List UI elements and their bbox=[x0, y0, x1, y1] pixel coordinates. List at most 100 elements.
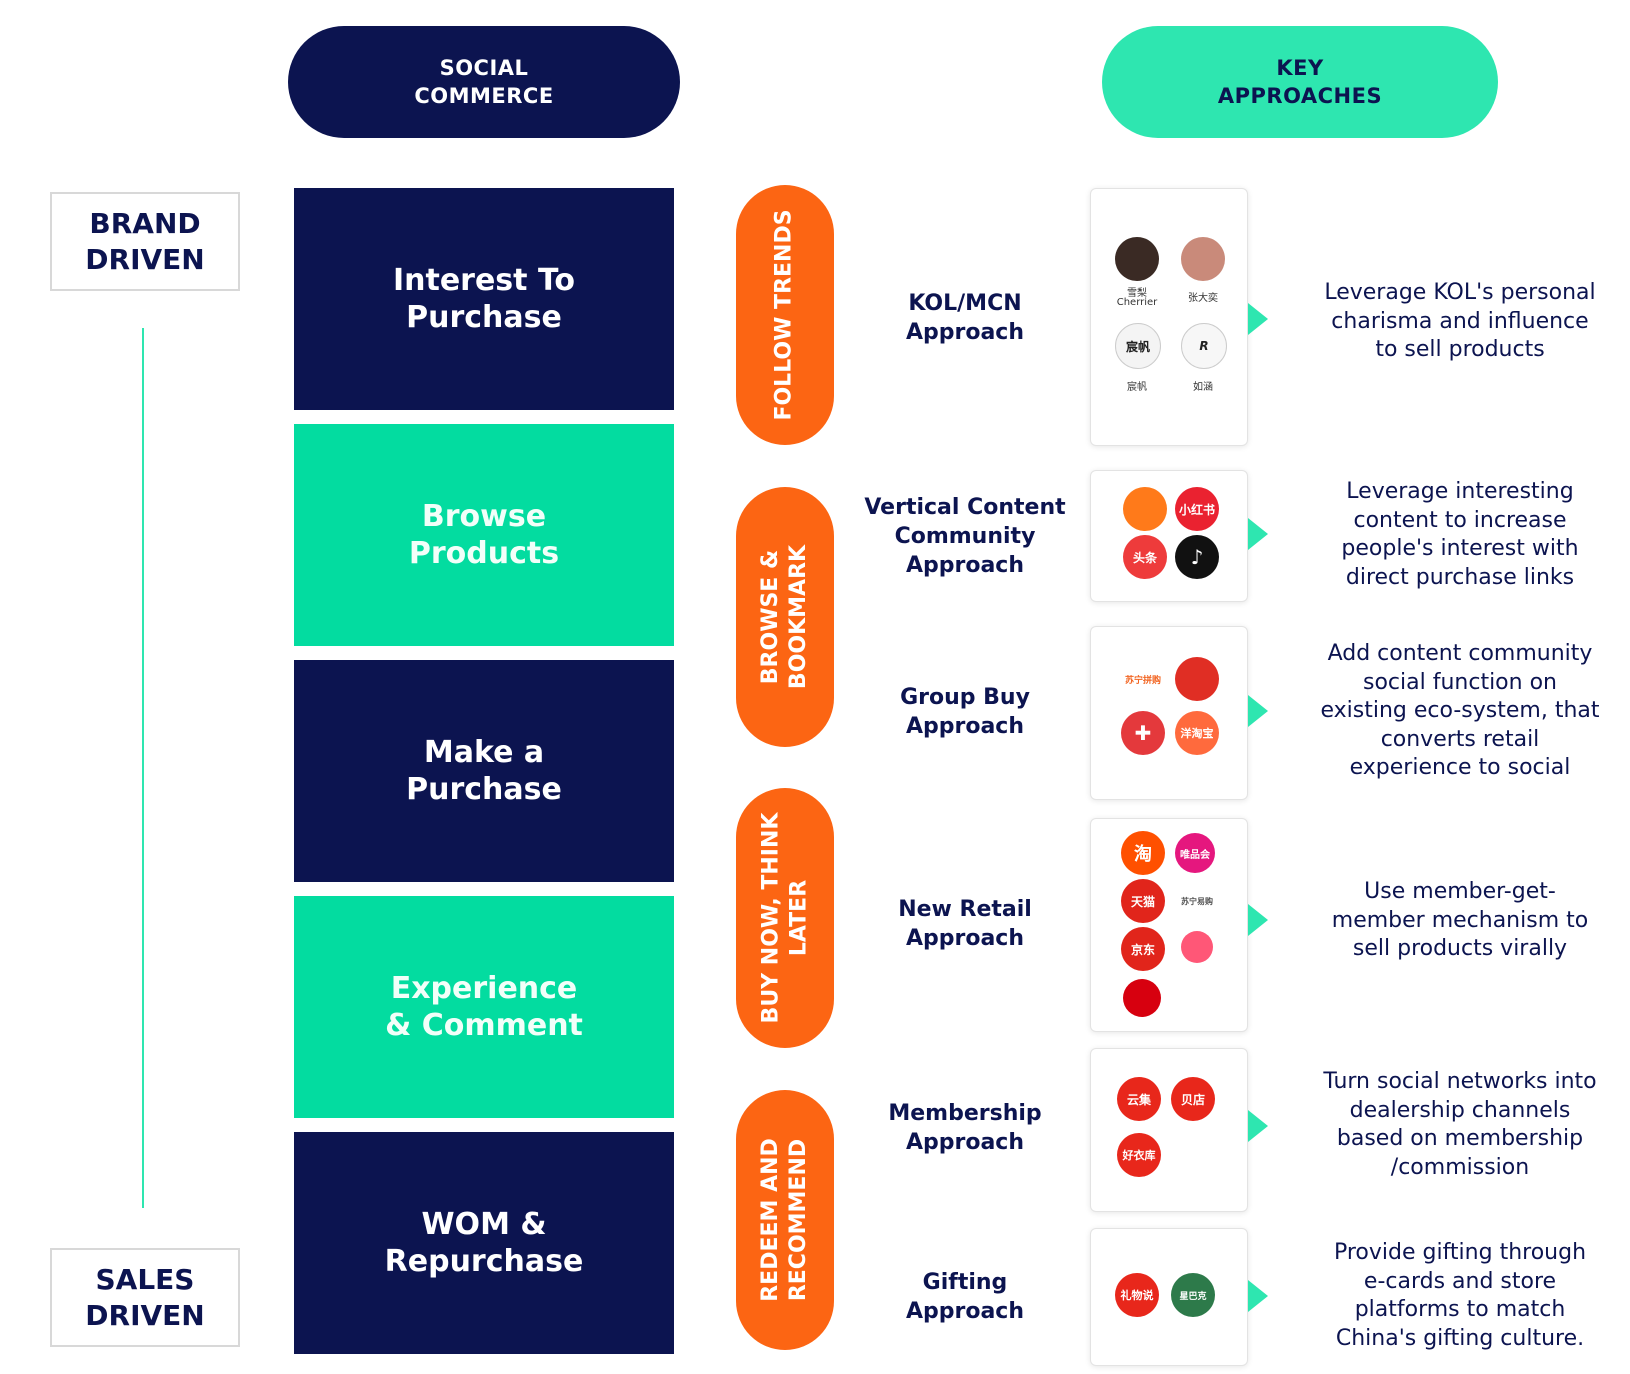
arrow-right-icon bbox=[1248, 695, 1268, 727]
desc-line: existing eco-system, that bbox=[1320, 698, 1600, 723]
phase-line: BOOKMARK bbox=[786, 544, 812, 690]
social-commerce-header: SOCIAL COMMERCE bbox=[288, 26, 680, 138]
approach-membership: Membership Approach bbox=[860, 1099, 1070, 1157]
phase-line: LATER bbox=[786, 879, 812, 957]
desc-vertical-content: Leverage interesting content to increase… bbox=[1310, 478, 1610, 592]
toutiao-logo-icon: 头条 bbox=[1123, 535, 1167, 579]
arrow-right-icon bbox=[1248, 303, 1268, 335]
sales-driven-label: SALES DRIVEN bbox=[50, 1248, 240, 1347]
tmall-logo-icon: 天猫 bbox=[1121, 879, 1165, 923]
phase-buy-now-think-later: BUY NOW, THINK LATER bbox=[736, 788, 834, 1048]
desc-line: content to increase bbox=[1353, 507, 1567, 533]
key-approaches-header: KEY APPROACHES bbox=[1102, 26, 1498, 138]
phase-line: FOLLOW TRENDS bbox=[772, 209, 798, 421]
stage-line: Purchase bbox=[406, 300, 562, 335]
desc-line: converts retail bbox=[1380, 726, 1540, 752]
stage-line: Products bbox=[408, 536, 560, 571]
vertical-content-logo-card: 小红书 头条 ♪ bbox=[1090, 470, 1248, 602]
approach-line: Community bbox=[894, 524, 1036, 549]
desc-gifting: Provide gifting through e-cards and stor… bbox=[1310, 1239, 1610, 1353]
desc-line: China's gifting culture. bbox=[1335, 1325, 1585, 1351]
desc-line: Leverage interesting bbox=[1346, 479, 1574, 504]
approach-kol-mcn: KOL/MCN Approach bbox=[860, 289, 1070, 347]
suning-pingou-logo-icon: 苏宁拼购 bbox=[1121, 657, 1165, 701]
membership-logo-card: 云集 贝店 好衣库 bbox=[1090, 1048, 1248, 1212]
stage-line: Repurchase bbox=[384, 1244, 584, 1279]
stage-interest-to-purchase: Interest To Purchase bbox=[294, 188, 674, 410]
kol-caption: 张大奕 bbox=[1188, 293, 1218, 304]
approach-line: Approach bbox=[905, 1299, 1025, 1324]
desc-line: Leverage KOL's personal bbox=[1324, 280, 1596, 305]
approach-line: Approach bbox=[905, 926, 1025, 951]
beidian-logo-icon: 贝店 bbox=[1171, 1077, 1215, 1121]
approach-line: Vertical Content bbox=[864, 495, 1066, 520]
gifting-logo-card: 礼物说 星巴克 bbox=[1090, 1228, 1248, 1366]
kol-caption: Cherrier bbox=[1116, 297, 1158, 308]
brand-driven-line1: BRAND bbox=[89, 206, 201, 240]
desc-line: Add content community bbox=[1327, 641, 1593, 666]
approach-line: Membership bbox=[888, 1101, 1042, 1126]
desc-membership: Turn social networks into dealership cha… bbox=[1310, 1068, 1610, 1182]
phase-redeem-and-recommend: REDEEM AND RECOMMEND bbox=[736, 1090, 834, 1350]
key-approaches-header-line1: KEY bbox=[1276, 56, 1324, 80]
kol-agency-logo-icon: R bbox=[1181, 323, 1227, 369]
starbucks-gift-logo-icon: 星巴克 bbox=[1171, 1273, 1215, 1317]
desc-kol-mcn: Leverage KOL's personal charisma and inf… bbox=[1310, 279, 1610, 365]
phase-browse-bookmark: BROWSE & BOOKMARK bbox=[736, 487, 834, 747]
social-commerce-header-line1: SOCIAL bbox=[439, 56, 529, 80]
pinduoduo-logo-icon bbox=[1175, 657, 1219, 701]
desc-line: social function on bbox=[1363, 669, 1557, 695]
desc-line: sell products virally bbox=[1352, 936, 1568, 961]
stage-line: & Comment bbox=[385, 1008, 583, 1043]
stage-line: WOM & bbox=[421, 1207, 547, 1242]
stage-experience-comment: Experience & Comment bbox=[294, 896, 674, 1118]
stage-wom-repurchase: WOM & Repurchase bbox=[294, 1132, 674, 1354]
desc-line: charisma and influence bbox=[1331, 308, 1589, 334]
desc-new-retail: Use member-get- member mechanism to sell… bbox=[1310, 878, 1610, 964]
stage-line: Experience bbox=[390, 971, 578, 1006]
social-commerce-header-line2: COMMERCE bbox=[414, 84, 554, 108]
desc-line: platforms to match bbox=[1354, 1297, 1566, 1322]
tiktok-logo-icon: ♪ bbox=[1175, 535, 1219, 579]
taobao-logo-icon: 淘 bbox=[1121, 831, 1165, 875]
desc-line: direct purchase links bbox=[1345, 564, 1575, 590]
yunji-logo-icon: 云集 bbox=[1117, 1077, 1161, 1121]
group-buy-logo-card: 苏宁拼购 ✚ 洋淘宝 bbox=[1090, 626, 1248, 800]
desc-line: /commission bbox=[1390, 1154, 1530, 1180]
desc-line: experience to social bbox=[1349, 755, 1571, 780]
phase-follow-trends: FOLLOW TRENDS bbox=[736, 185, 834, 445]
key-approaches-header-line2: APPROACHES bbox=[1217, 84, 1383, 108]
kol-avatar-icon bbox=[1115, 237, 1159, 281]
desc-line: dealership channels bbox=[1349, 1097, 1571, 1123]
phase-line: REDEEM AND bbox=[758, 1138, 784, 1302]
new-retail-logo-card: 淘 唯品会 天猫 苏宁易购 京东 bbox=[1090, 818, 1248, 1032]
approach-group-buy: Group Buy Approach bbox=[860, 683, 1070, 741]
approach-line: Approach bbox=[905, 553, 1025, 578]
approach-line: Approach bbox=[905, 320, 1025, 345]
phase-line: RECOMMEND bbox=[786, 1138, 812, 1302]
brand-driven-line2: DRIVEN bbox=[85, 242, 205, 276]
xiaohongshu-logo-icon: 小红书 bbox=[1175, 487, 1219, 531]
arrow-right-icon bbox=[1248, 1110, 1268, 1142]
sales-driven-line2: DRIVEN bbox=[85, 1298, 205, 1332]
approach-line: Approach bbox=[905, 714, 1025, 739]
desc-line: Use member-get- bbox=[1364, 879, 1556, 904]
approach-line: Approach bbox=[905, 1130, 1025, 1155]
suning-logo-icon: 苏宁易购 bbox=[1175, 879, 1219, 923]
approach-line: New Retail bbox=[898, 897, 1032, 922]
kol-caption: 宸帆 bbox=[1127, 382, 1147, 393]
kol-avatar-icon bbox=[1181, 237, 1225, 281]
desc-line: based on membership bbox=[1336, 1126, 1584, 1151]
haoyiku-logo-icon: 好衣库 bbox=[1117, 1133, 1161, 1177]
stage-line: Interest To bbox=[392, 263, 576, 298]
koala-logo-icon bbox=[1123, 979, 1161, 1017]
approach-new-retail: New Retail Approach bbox=[860, 895, 1070, 953]
jd-logo-icon: 京东 bbox=[1121, 927, 1165, 971]
sales-driven-line1: SALES bbox=[95, 1262, 195, 1296]
stage-browse-products: Browse Products bbox=[294, 424, 674, 646]
arrow-right-icon bbox=[1248, 518, 1268, 550]
approach-line: Gifting bbox=[922, 1270, 1008, 1295]
kol-caption: 雪梨 bbox=[1127, 288, 1147, 299]
jd-pingou-logo-icon: ✚ bbox=[1121, 711, 1165, 755]
desc-line: people's interest with bbox=[1341, 536, 1579, 561]
